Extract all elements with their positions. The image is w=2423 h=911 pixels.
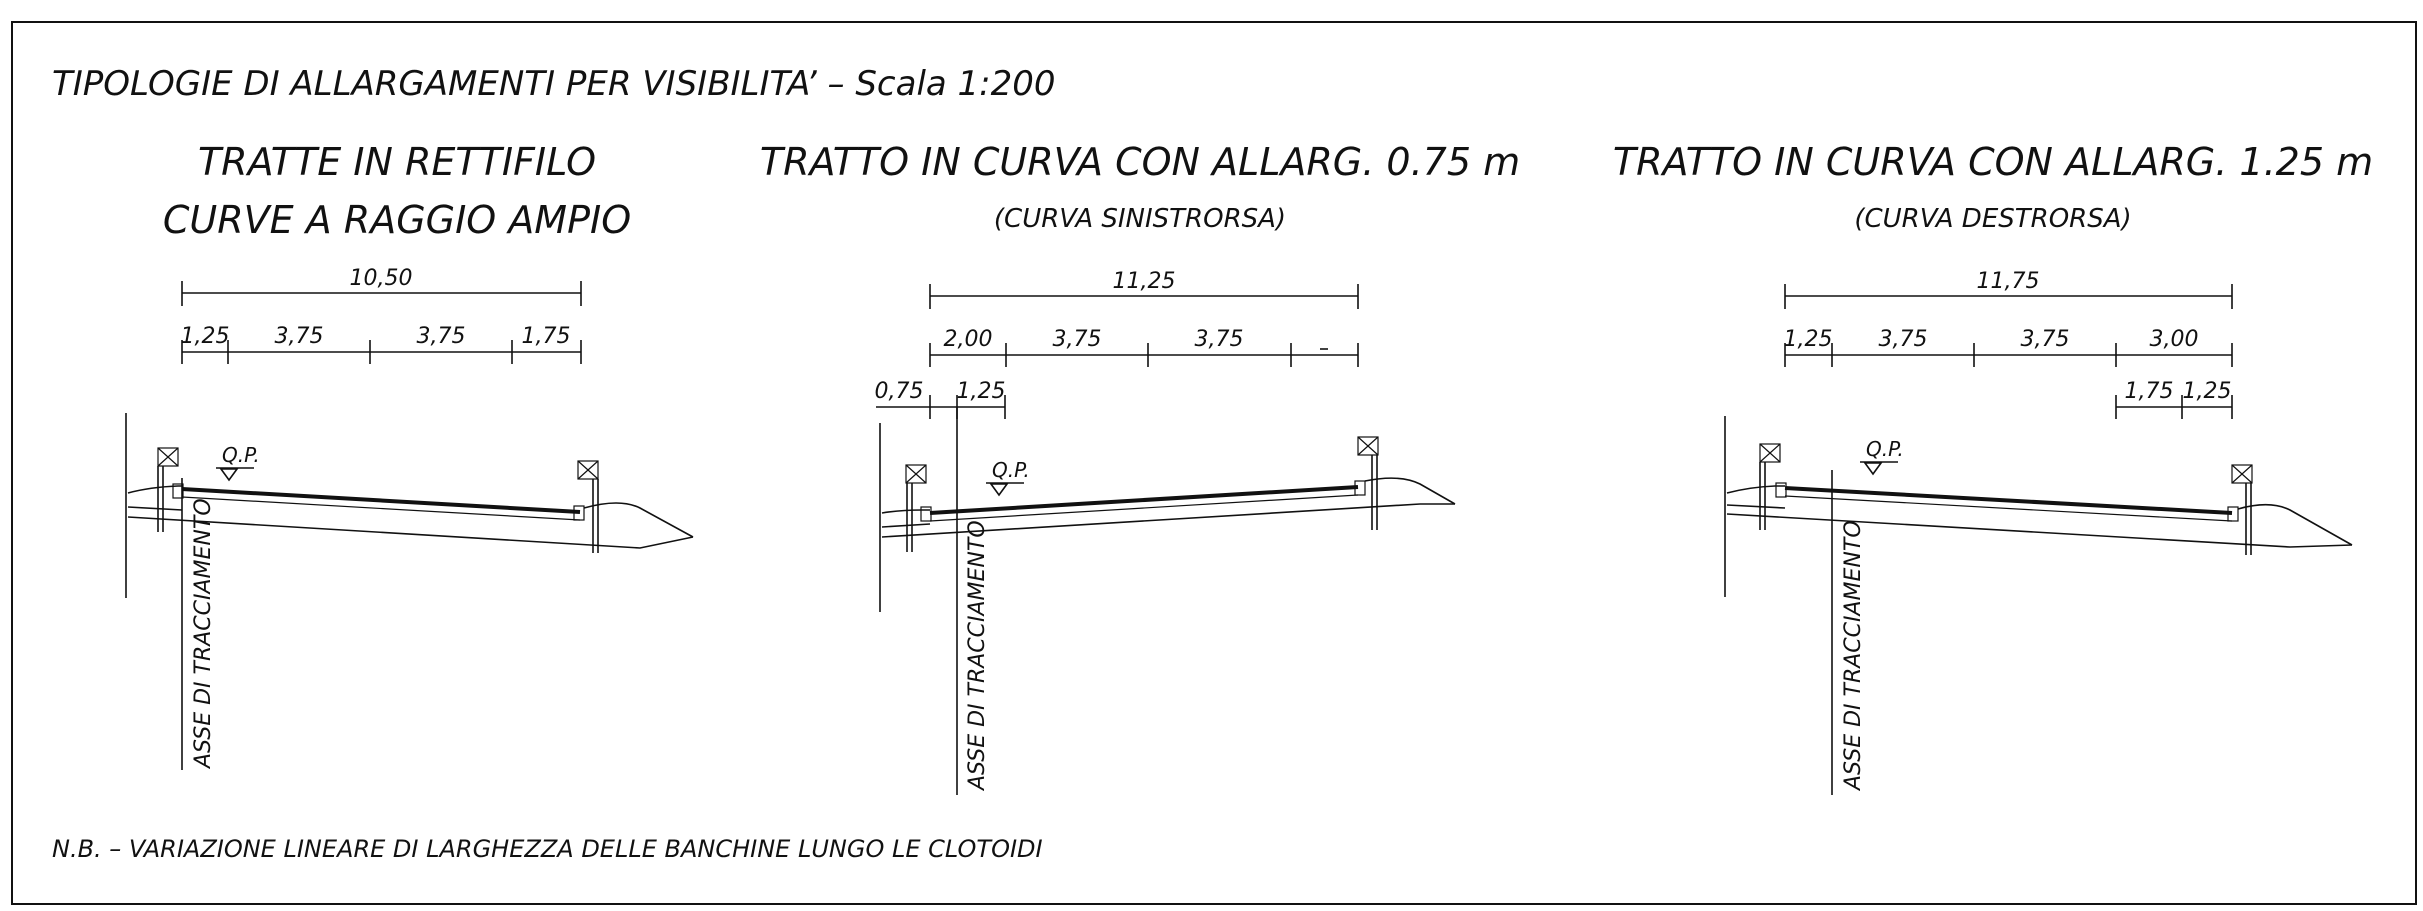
section-3-total-dimension: 11,75: [1784, 269, 2233, 309]
section-2: TRATTO IN CURVA CON ALLARG. 0.75 m (CURV…: [760, 140, 1520, 795]
section-1: TRATTE IN RETTIFILO CURVE A RAGGIO AMPIO…: [125, 140, 694, 770]
section-3-extra-dimensions: 1,75 1,25: [2115, 379, 2233, 419]
section-2-extra-1: 0,75: [875, 379, 924, 404]
section-1-part-4: 1,75: [522, 324, 571, 349]
section-2-axis-label: ASSE DI TRACCIAMENTO: [965, 520, 990, 792]
section-2-total-dimension: 11,25: [929, 269, 1359, 309]
section-2-guardrail-left: [905, 464, 927, 552]
section-1-qp-label: Q.P.: [222, 443, 260, 467]
section-2-part-1: 2,00: [944, 327, 993, 352]
section-1-cross-section: Q.P. ASSE DI TRACCIAMENTO: [125, 413, 694, 770]
section-2-extra-2: 1,25: [957, 379, 1006, 404]
section-3-part-4: 3,00: [2150, 327, 2199, 352]
section-1-total-dimension: 10,50: [181, 266, 582, 306]
section-3-guardrail-left: [1759, 443, 1781, 530]
section-1-heading-line1: TRATTE IN RETTIFILO: [198, 140, 596, 184]
section-3-qp-label: Q.P.: [1866, 437, 1904, 461]
footnote: N.B. – VARIAZIONE LINEARE DI LARGHEZZA D…: [52, 835, 1043, 863]
section-3-cross-section: Q.P. ASSE DI TRACCIAMENTO: [1724, 416, 2353, 795]
drawing-title: TIPOLOGIE DI ALLARGAMENTI PER VISIBILITA…: [52, 64, 1056, 104]
section-2-part-3: 3,75: [1195, 327, 1244, 352]
section-3: TRATTO IN CURVA CON ALLARG. 1.25 m (CURV…: [1613, 140, 2373, 795]
section-1-total-label: 10,50: [350, 266, 413, 291]
section-3-heading-line2: (CURVA DESTRORSA): [1854, 204, 2131, 234]
section-3-part-dimensions: 1,25 3,75 3,75 3,00: [1784, 327, 2233, 367]
section-3-part-2: 3,75: [1879, 327, 1928, 352]
section-2-guardrail-right: [1357, 436, 1379, 530]
section-1-guardrail-right: [577, 460, 599, 553]
section-1-heading-line2: CURVE A RAGGIO AMPIO: [163, 198, 631, 242]
section-1-part-dimensions: 1,25 3,75 3,75 1,75: [181, 324, 582, 364]
section-2-qp-marker: Q.P.: [986, 458, 1030, 497]
drawing-frame: [11, 21, 2417, 905]
section-1-part-2: 3,75: [275, 324, 324, 349]
section-3-axis-label: ASSE DI TRACCIAMENTO: [1841, 520, 1866, 792]
section-3-part-3: 3,75: [2021, 327, 2070, 352]
section-2-heading-line2: (CURVA SINISTRORSA): [994, 204, 1286, 234]
section-3-total-label: 11,75: [1977, 269, 2040, 294]
section-3-qp-marker: Q.P.: [1860, 437, 1904, 476]
section-3-extra-2: 1,25: [2183, 379, 2232, 404]
section-2-part-2: 3,75: [1053, 327, 1102, 352]
section-1-part-1: 1,25: [181, 324, 230, 349]
section-1-guardrail-left: [157, 447, 179, 532]
section-1-qp-marker: Q.P.: [216, 443, 260, 482]
section-2-extra-dimensions: 0,75 1,25: [875, 379, 1006, 419]
section-2-cross-section: Q.P. ASSE DI TRACCIAMENTO: [879, 407, 1456, 795]
section-3-guardrail-right: [2231, 464, 2253, 555]
section-3-extra-1: 1,75: [2125, 379, 2174, 404]
section-1-part-3: 3,75: [417, 324, 466, 349]
section-1-axis-label: ASSE DI TRACCIAMENTO: [191, 498, 216, 770]
section-2-heading-line1: TRATTO IN CURVA CON ALLARG. 0.75 m: [760, 140, 1520, 184]
section-3-part-1: 1,25: [1784, 327, 1833, 352]
section-2-qp-label: Q.P.: [992, 458, 1030, 482]
section-2-part-dimensions: 2,00 3,75 3,75: [929, 327, 1359, 367]
section-2-total-label: 11,25: [1113, 269, 1176, 294]
section-3-heading-line1: TRATTO IN CURVA CON ALLARG. 1.25 m: [1613, 140, 2373, 184]
